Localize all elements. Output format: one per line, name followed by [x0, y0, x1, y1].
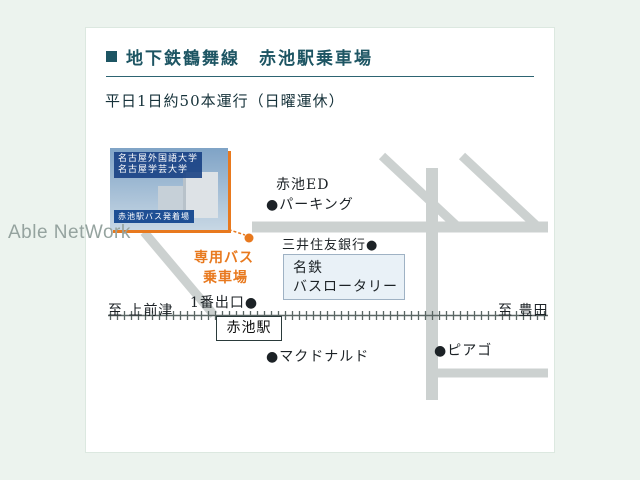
service-frequency-note: 平日1日約50本運行（日曜運休） [105, 92, 345, 110]
label-to-kamimaezu: 至 上前津 [108, 303, 174, 319]
watermark-text: Able NetWork [8, 222, 131, 243]
label-mcdonalds: ●マクドナルド [266, 349, 370, 365]
bus-stop-connector-line [223, 227, 246, 236]
label-to-toyota: 至 豊田 [498, 303, 549, 319]
building-shape-front [183, 172, 218, 218]
title-divider [106, 76, 534, 77]
label-piago: ●ピアゴ [434, 343, 493, 359]
label-exit1: 1番出口● [190, 295, 259, 311]
road-diagonal-1 [378, 152, 462, 231]
label-dedicated-bus-stop: 専用バス 乗車場 [194, 248, 254, 288]
page-title: 地下鉄鶴舞線 赤池駅乗車場 [106, 44, 373, 69]
meitetsu-bus-rotary-box: 名鉄 バスロータリー [283, 254, 405, 300]
rotary-label-line2: バスロータリー [293, 279, 398, 295]
page-title-text: 地下鉄鶴舞線 赤池駅乗車場 [126, 49, 373, 69]
photo-caption: 名古屋外国語大学 名古屋学芸大学 [114, 152, 203, 178]
access-map-card: 地下鉄鶴舞線 赤池駅乗車場 平日1日約50本運行（日曜運休） 名古屋外 [86, 28, 554, 452]
bus-terminal-photo: 名古屋外国語大学 名古屋学芸大学 赤池駅バス発着場 [110, 148, 228, 230]
bus-stop-label-line2: 乗車場 [203, 270, 248, 286]
bus-stop-label-line1: 専用バス [194, 250, 254, 266]
title-square-bullet-icon [106, 51, 117, 62]
akaike-station-box: 赤池駅 [216, 316, 282, 341]
bus-stop-dot [244, 233, 254, 243]
label-bank: 三井住友銀行● [282, 238, 379, 253]
road-diagonal-2 [458, 152, 542, 231]
photo-strip-label: 赤池駅バス発着場 [114, 210, 194, 223]
photo-caption-line1: 名古屋外国語大学 [118, 154, 199, 164]
road-diagonal-left [140, 229, 218, 318]
label-parking: ●パーキング [266, 197, 354, 213]
label-akaike-ed: 赤池ED [276, 177, 330, 193]
railway-line [108, 311, 548, 320]
map-canvas [108, 152, 548, 400]
rotary-label-line1: 名鉄 [293, 260, 323, 276]
roads-group [140, 152, 548, 400]
photo-caption-line2: 名古屋学芸大学 [118, 165, 189, 175]
